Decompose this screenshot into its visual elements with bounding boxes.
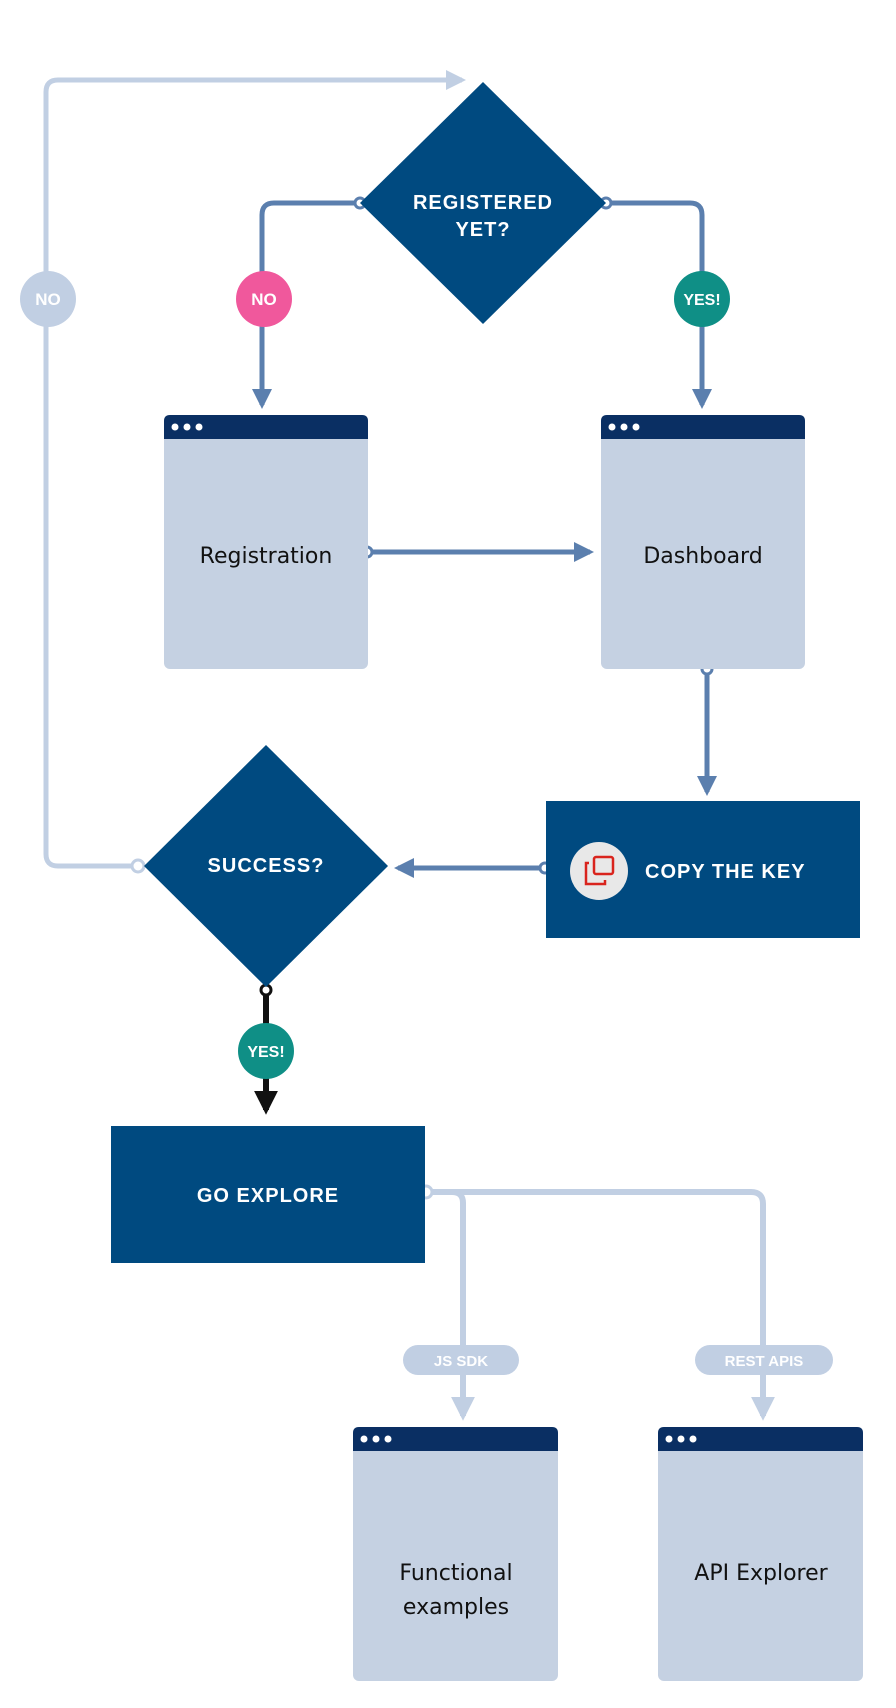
badge-yes-registered-label: YES! (683, 292, 720, 309)
badge-yes-registered: YES! (674, 271, 730, 327)
page-dashboard: Dashboard (601, 415, 805, 669)
decision-success-label: SUCCESS? (208, 855, 325, 877)
decision-registered-label: REGISTERED (413, 192, 553, 214)
page-registration-label: Registration (200, 544, 333, 569)
pill-rest-apis: REST APIS (695, 1345, 833, 1375)
pill-rest-apis-label: REST APIS (725, 1353, 804, 1370)
connector-explore-restapis (426, 1189, 775, 1421)
copy-icon (570, 842, 628, 900)
connector-explore-jssdk (426, 1189, 475, 1421)
page-functional-examples-label-1: Functional (399, 1561, 512, 1586)
pill-js-sdk: JS SDK (403, 1345, 519, 1375)
action-copy-key-label: COPY THE KEY (645, 861, 806, 883)
action-go-explore: GO EXPLORE (111, 1126, 425, 1263)
page-api-explorer-label: API Explorer (694, 1561, 828, 1586)
connector-dot (130, 858, 146, 874)
page-registration: Registration (164, 415, 368, 669)
connector-registered-no (252, 200, 360, 409)
badge-no: NO (236, 271, 292, 327)
pill-js-sdk-label: JS SDK (434, 1353, 488, 1370)
badge-yes-success-label: YES! (247, 1044, 284, 1061)
badge-no-outer: NO (20, 271, 76, 327)
page-dashboard-label: Dashboard (643, 544, 762, 569)
badge-yes-success: YES! (238, 1023, 294, 1079)
connector-registered-yes (606, 200, 712, 409)
decision-success: SUCCESS? (144, 745, 388, 987)
decision-registered: REGISTERED YET? (360, 82, 606, 324)
badge-no-outer-label: NO (35, 290, 61, 309)
page-functional-examples: Functional examples (353, 1427, 558, 1681)
connector-success-no-loop (43, 70, 466, 869)
decision-registered-label-line2: YET? (455, 219, 510, 241)
badge-no-label: NO (251, 290, 277, 309)
page-functional-examples-label-2: examples (403, 1595, 509, 1620)
action-copy-key: COPY THE KEY (546, 801, 860, 938)
action-go-explore-label: GO EXPLORE (197, 1185, 339, 1207)
page-api-explorer: API Explorer (658, 1427, 863, 1681)
